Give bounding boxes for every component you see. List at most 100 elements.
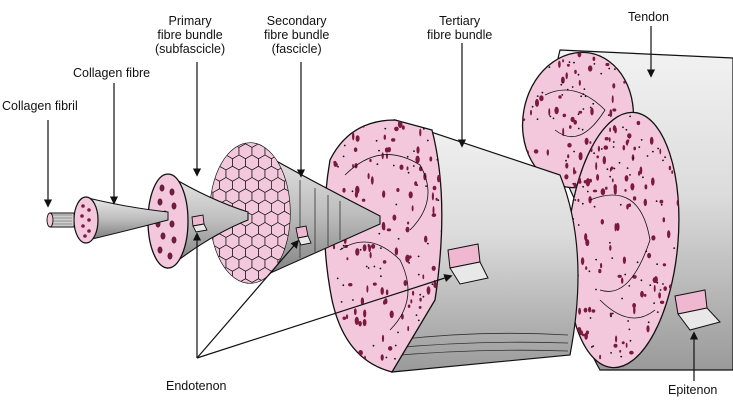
collagen-fibre-dot [343, 156, 345, 158]
label-tertiary-line-1: Tertiary [427, 14, 492, 28]
collagen-fibre-dot [363, 244, 367, 251]
collagen-fibre-dot [443, 119, 445, 121]
collagen-fibre-dot [653, 302, 655, 304]
collagen-fibre-dot [519, 137, 521, 139]
collagen-fibre-dot [644, 199, 647, 206]
collagen-fibre-dot [381, 354, 384, 360]
subfascicle-hex [284, 133, 297, 148]
subfascicle-hex [213, 279, 226, 294]
collagen-fibre-dot [638, 146, 640, 148]
collagen-fibre-dot [626, 129, 628, 131]
label-epitenon-text: Epitenon [668, 383, 717, 397]
collagen-fibre-dot [604, 145, 609, 149]
collagen-fibre-dot [395, 204, 397, 206]
collagen-fibre-dot [578, 74, 580, 76]
collagen-fibre-dot [396, 188, 399, 192]
collagen-fibre-dot [592, 309, 596, 312]
collagen-fibre-dot [614, 187, 617, 195]
collagen-fibril-dot [81, 204, 85, 208]
collagen-fibre-dot [342, 188, 345, 193]
collagen-fibre-dot [582, 186, 584, 188]
subfascicle-hex [291, 144, 304, 159]
collagen-fibre-dot [645, 184, 648, 189]
collagen-fibre-dot [598, 269, 601, 273]
collagen-fibre-dot [657, 311, 659, 313]
collagen-fibre-dot [355, 248, 359, 256]
collagen-fibre-dot [630, 183, 634, 190]
collagen-fibre-dot [565, 163, 568, 169]
collagen-fibre-dot [534, 49, 538, 55]
collagen-fibre-dot [371, 244, 375, 249]
collagen-fibre-dot [408, 305, 411, 308]
subfascicle-hex [278, 279, 291, 294]
collagen-fibre-dot [558, 95, 561, 98]
collagen-fibre-dot [416, 146, 419, 153]
collagen-fibre-dot [407, 166, 409, 170]
collagen-fibre-dot [605, 63, 609, 66]
collagen-fibre-dot [629, 351, 634, 355]
collagen-fibre-dot [319, 358, 321, 360]
collagen-fibre-dot [386, 289, 389, 295]
collagen-fibre-dot [419, 306, 422, 309]
collagen-fibre-dot [542, 92, 544, 94]
collagen-fibre-dot [352, 190, 354, 192]
collagen-fibre-dot [525, 83, 528, 89]
collagen-fibre-dot [170, 221, 174, 228]
collagen-fibre-dot [424, 236, 427, 243]
collagen-fibre-dot [382, 152, 384, 159]
collagen-fibre-dot [528, 49, 532, 57]
collagen-fibre-dot [380, 268, 382, 270]
collagen-fibre-dot [422, 274, 424, 279]
collagen-fibre-dot [618, 275, 622, 278]
collagen-fibre-dot [345, 344, 347, 346]
collagen-fibre-dot [343, 245, 345, 247]
collagen-fibre-dot [633, 196, 636, 200]
collagen-fibre-dot [620, 204, 622, 206]
collagen-fibre-dot [381, 287, 384, 295]
collagen-fibre-dot [548, 108, 550, 116]
collagen-fibre-dot [362, 199, 366, 202]
collagen-fibre-dot [641, 279, 643, 281]
subfascicle-hex [265, 279, 278, 294]
collagen-fibre-dot [394, 358, 396, 360]
collagen-fibre-dot [564, 174, 568, 179]
collagen-fibre-dot [627, 167, 629, 169]
collagen-fibre-dot [385, 147, 389, 152]
label-tertiary-line-2: fibre bundle [427, 28, 492, 42]
collagen-fibre-dot [561, 94, 563, 96]
collagen-fibre-dot [337, 278, 339, 280]
collagen-fibril-dot [80, 214, 84, 218]
collagen-fibre-dot [521, 68, 525, 74]
collagen-fibre-dot [595, 162, 597, 170]
collagen-fibre-dot [623, 81, 625, 84]
collagen-fibre-dot [671, 170, 673, 174]
collagen-fibre-dot [612, 313, 614, 315]
collagen-fibre-dot [587, 191, 589, 193]
collagen-fibre-dot [363, 359, 365, 366]
label-epitenon: Epitenon [668, 383, 717, 397]
label-primary-line-3: (subfascicle) [155, 42, 225, 56]
collagen-fibre-dot [537, 95, 539, 97]
collagen-fibre-dot [609, 176, 611, 178]
collagen-fibre-dot [413, 165, 415, 167]
collagen-fibre-dot [609, 128, 611, 133]
label-tertiary-fibre-bundle: Tertiary fibre bundle [427, 14, 492, 42]
collagen-fibre-dot [407, 156, 409, 158]
collagen-fibre-dot [567, 143, 571, 148]
collagen-fibre-dot [425, 185, 427, 187]
collagen-fibre-dot [661, 204, 663, 206]
collagen-fibre-dot [632, 157, 634, 159]
collagen-fibre-dot [573, 151, 575, 153]
collagen-fibre-dot [534, 149, 539, 153]
collagen-fibre-dot [376, 140, 378, 142]
collagen-fibre-dot [652, 151, 654, 153]
collagen-fibre-dot [377, 163, 379, 165]
collagen-fibre-dot [553, 118, 555, 120]
collagen-fibre-dot [378, 233, 380, 235]
collagen-fibre-dot [596, 174, 599, 181]
collagen-fibre-dot [614, 68, 616, 70]
label-secondary-line-1: Secondary [264, 14, 329, 28]
collagen-fibre-dot [566, 72, 568, 79]
collagen-fibre-dot [605, 187, 608, 190]
